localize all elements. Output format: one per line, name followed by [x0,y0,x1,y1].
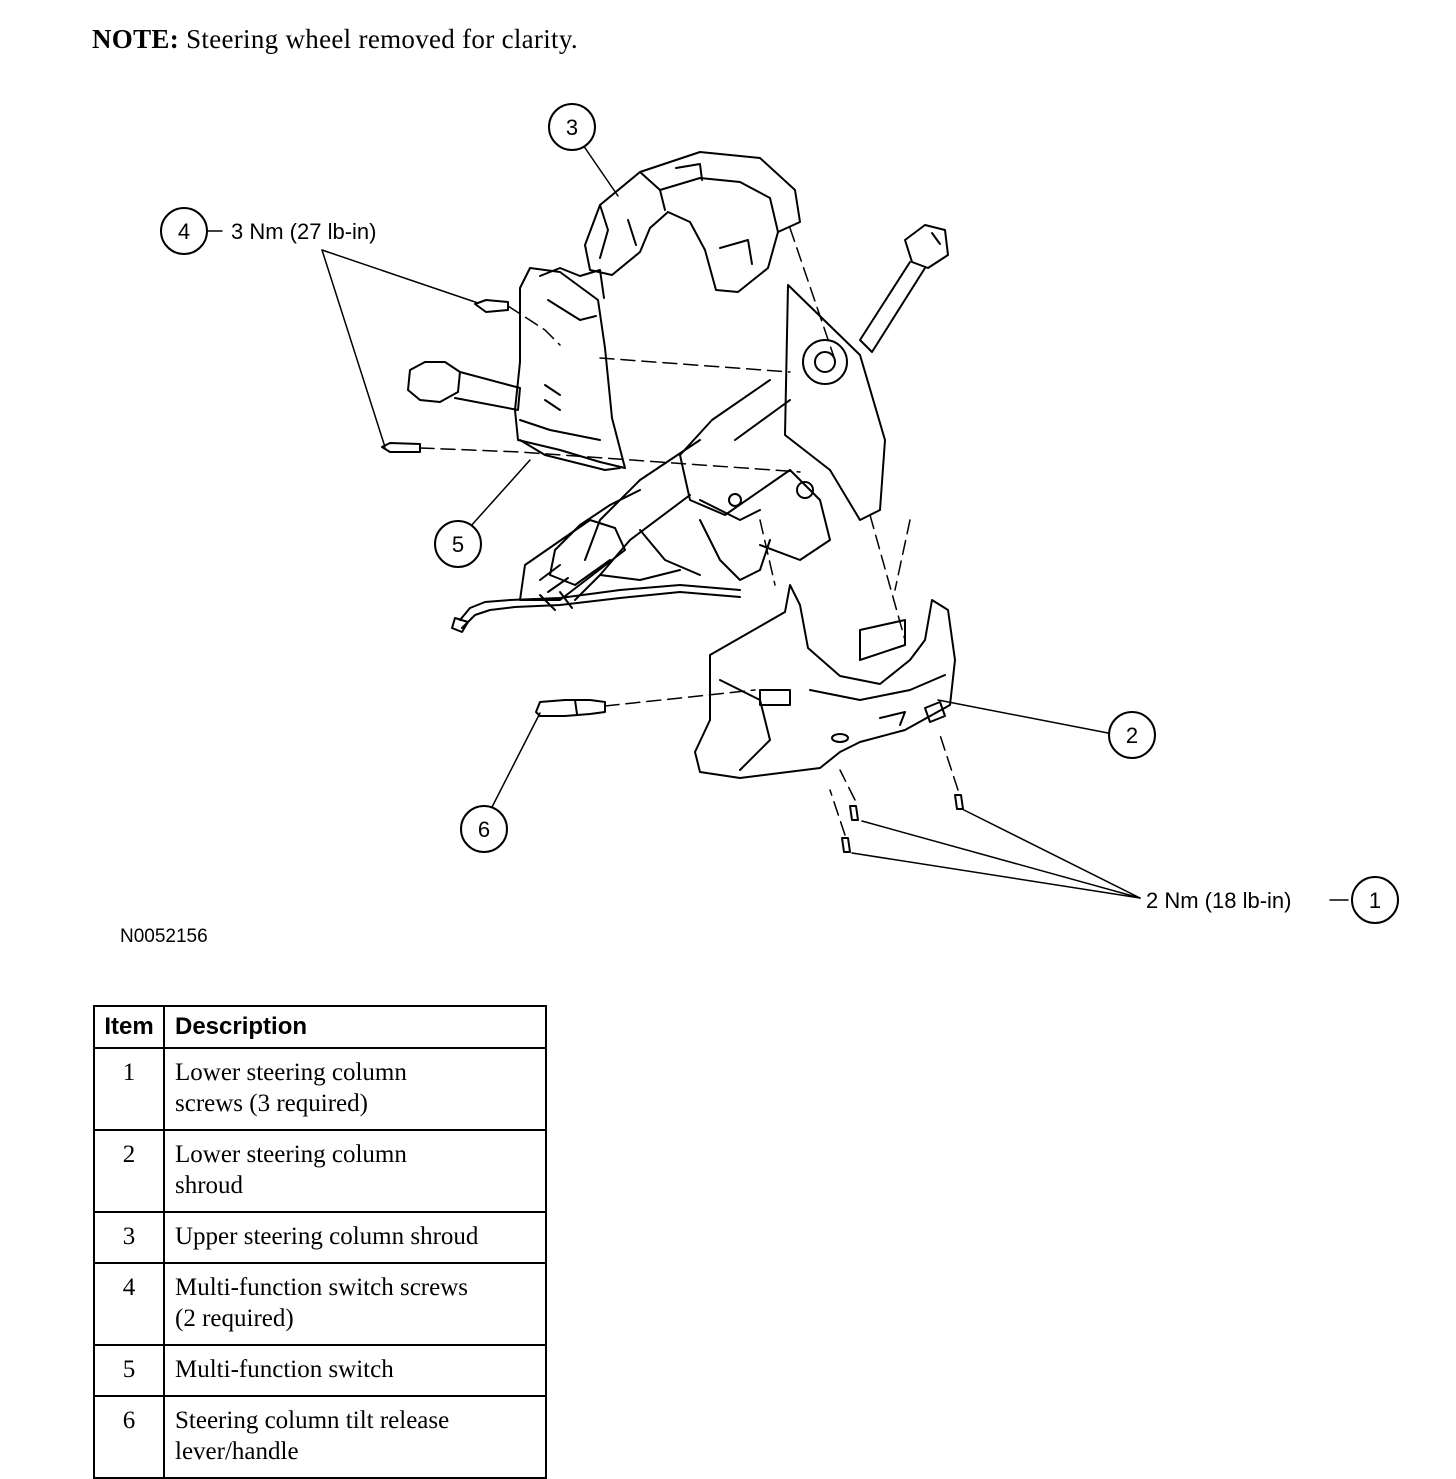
right-stalk-drawing [859,224,949,353]
table-row: 2 Lower steering column shroud [93,1129,547,1213]
figure-id: N0052156 [120,926,208,947]
legend-item-description: Steering column tilt release lever/handle [163,1395,547,1479]
note-label: NOTE: [92,24,180,54]
table-row: 1 Lower steering column screws (3 require… [93,1047,547,1131]
wiring-harness-drawing [451,584,741,633]
callout-1-circle [1351,876,1399,924]
legend-item-number: 3 [93,1211,165,1264]
callout-1-number: 1 [1369,888,1381,913]
description-line: shroud [175,1172,244,1199]
description-line: Lower steering column [175,1141,407,1168]
description-line: Multi-function switch screws [175,1274,469,1301]
description-line: (2 required) [175,1305,294,1332]
legend-item-description: Upper steering column shroud [163,1211,547,1264]
steering-column-exploded-diagram: 1 2 3 4 5 6 3 Nm (27 lb-in) 2 Nm (18 lb-… [160,103,1399,924]
lower-shroud-drawing [694,584,956,779]
description-line: Multi-function switch [175,1356,394,1383]
callout-3-number: 3 [566,115,578,140]
description-line: lever/handle [175,1438,299,1465]
description-line: Lower steering column [175,1059,407,1086]
table-row: 5 Multi-function switch [93,1344,547,1397]
legend-table: Item Description 1 Lower steering column… [93,1005,547,1479]
leader-lines [207,144,1349,901]
callout-4-torque: 3 Nm (27 lb-in) [231,219,376,244]
callout-4-circle [160,207,208,255]
description-line: screws (3 required) [175,1090,368,1117]
description-line: Steering column tilt release [175,1407,450,1434]
legend-item-number: 6 [93,1395,165,1479]
note-line: NOTE: Steering wheel removed for clarity… [92,24,578,55]
note-text: Steering wheel removed for clarity. [186,24,578,54]
callout-4-number: 4 [178,219,190,244]
callout-6-number: 6 [478,817,490,842]
table-row: 4 Multi-function switch screws (2 require… [93,1262,547,1346]
legend-item-description: Lower steering column screws (3 required) [163,1047,547,1131]
callout-1-torque: 2 Nm (18 lb-in) [1146,888,1291,913]
callout-3-circle [548,103,596,151]
legend-item-number: 2 [93,1129,165,1213]
table-row: 3 Upper steering column shroud [93,1211,547,1264]
upper-shroud-drawing [584,151,801,293]
legend-item-number: 4 [93,1262,165,1346]
legend-item-number: 1 [93,1047,165,1131]
callout-2-circle [1108,711,1156,759]
callout-5-circle [434,520,482,568]
legend-item-description: Multi-function switch screws (2 required) [163,1262,547,1346]
screws-drawing [381,299,964,853]
table-row: 6 Steering column tilt release lever/hand… [93,1395,547,1479]
legend-item-number: 5 [93,1344,165,1397]
tilt-lever-drawing [535,699,606,717]
callout-2-number: 2 [1126,723,1138,748]
legend-header-item: Item [93,1005,165,1049]
multi-function-switch-drawing [407,267,626,471]
callout-5-number: 5 [452,532,464,557]
alignment-lines [419,227,959,836]
legend-item-description: Multi-function switch [163,1344,547,1397]
callout-6-circle [460,805,508,853]
legend-header-description: Description [163,1005,547,1049]
steering-column-body-drawing [519,284,886,601]
legend-header-row: Item Description [93,1005,547,1049]
description-line: Upper steering column shroud [175,1223,479,1250]
legend-item-description: Lower steering column shroud [163,1129,547,1213]
